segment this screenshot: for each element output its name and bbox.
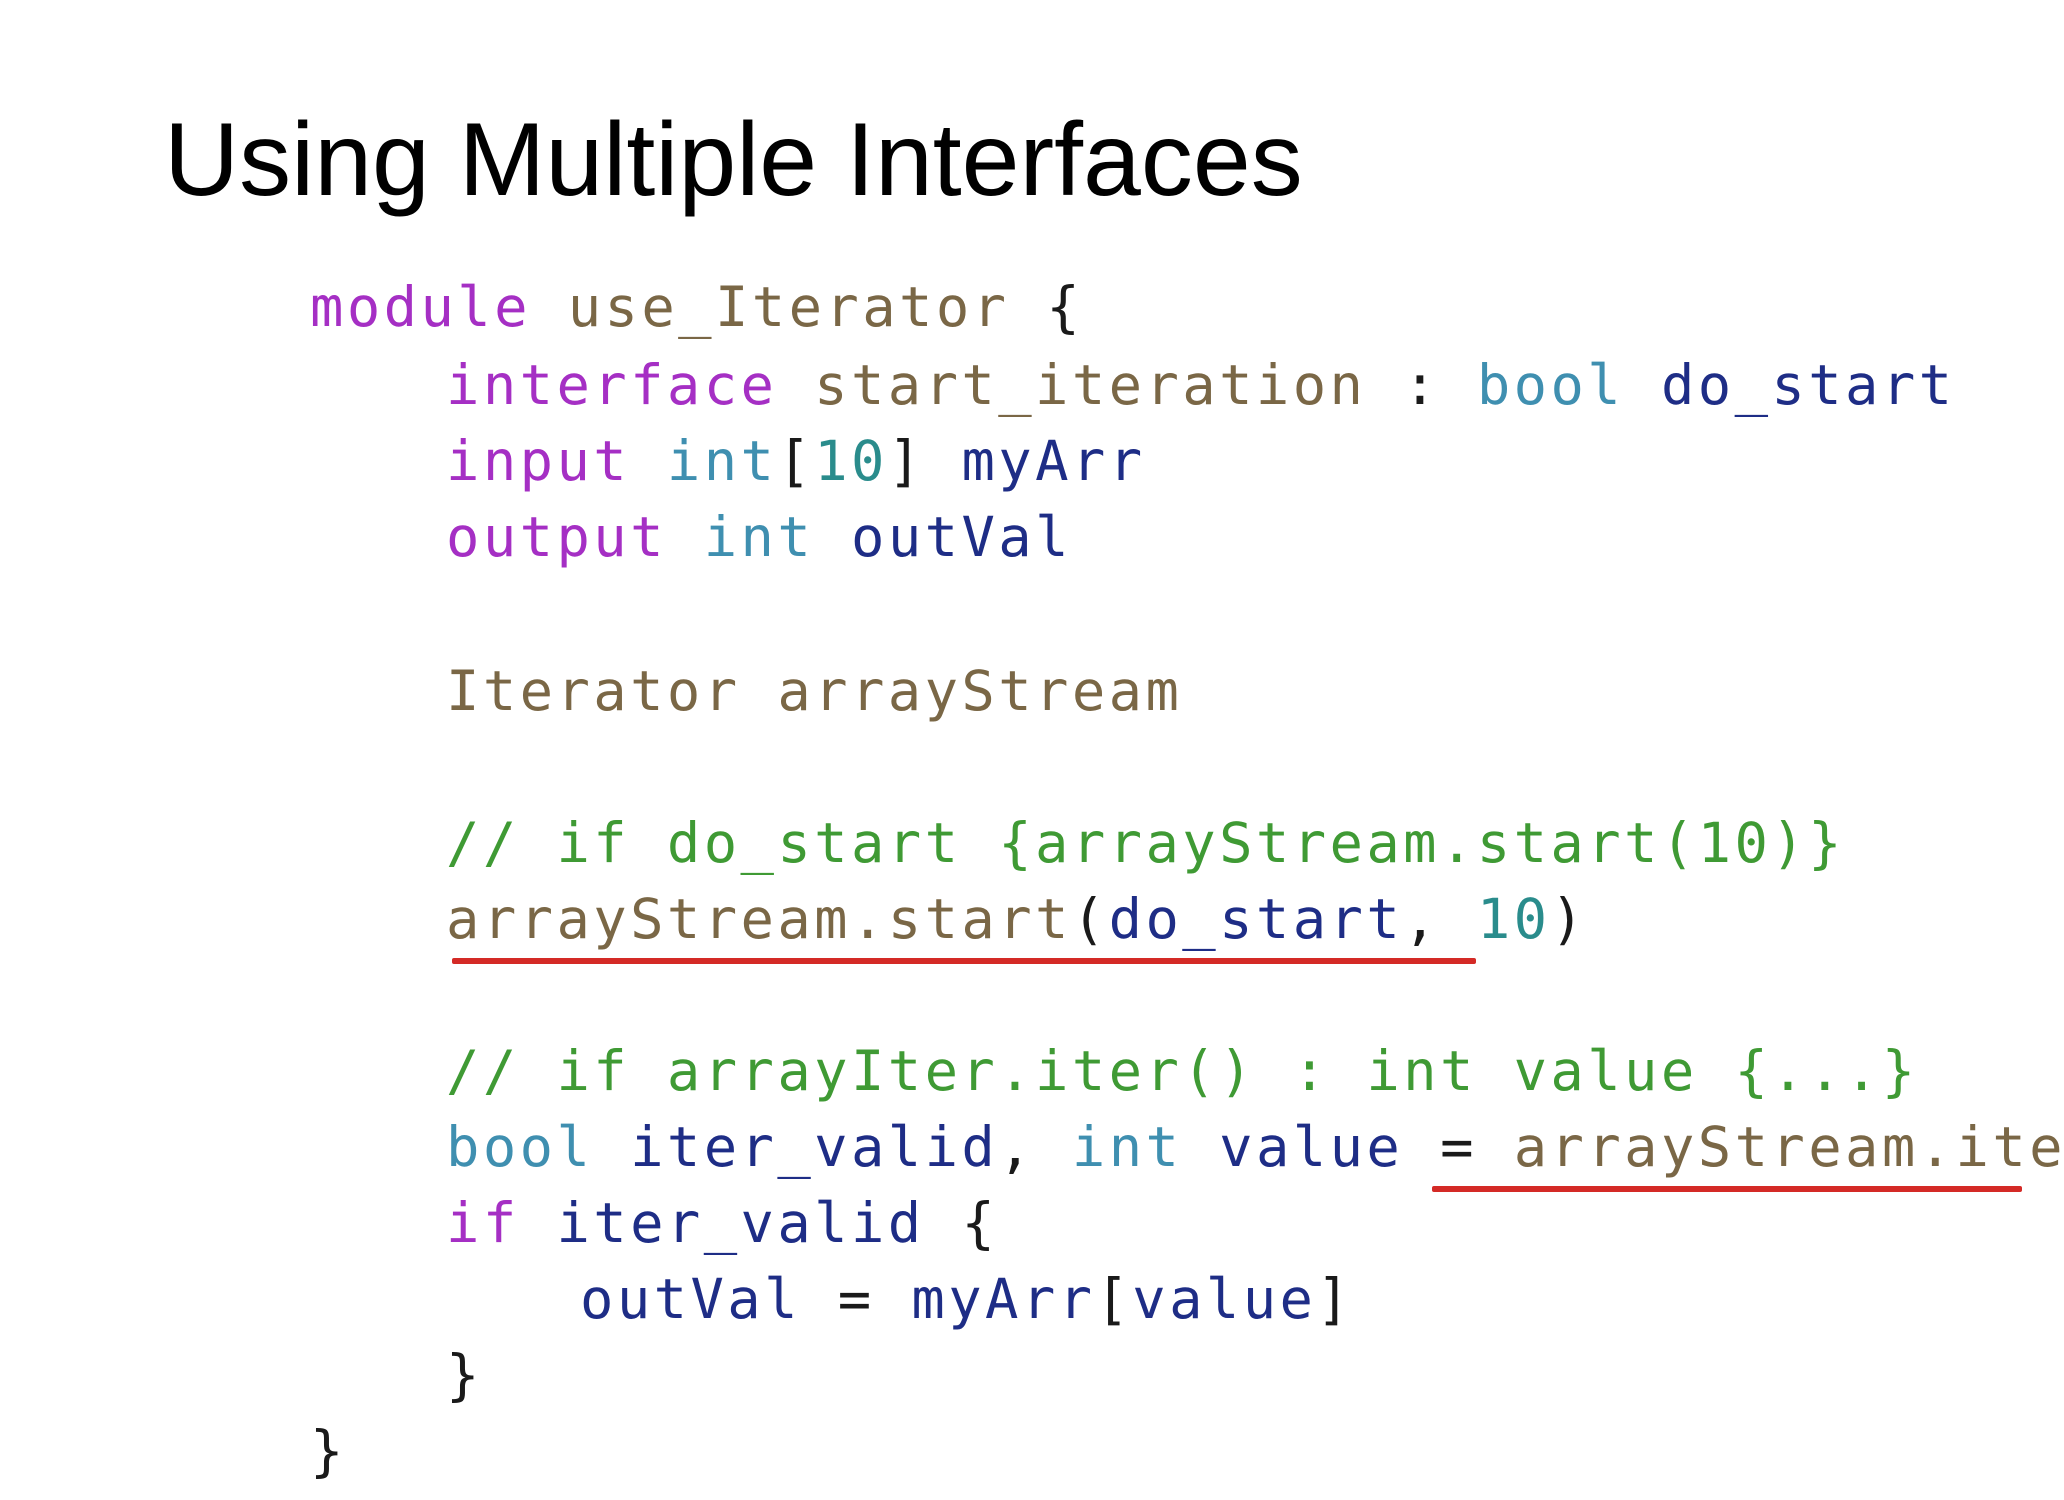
keyword-interface: interface bbox=[446, 353, 778, 418]
comma: , bbox=[1403, 887, 1441, 952]
left-bracket: [ bbox=[1095, 1267, 1133, 1332]
keyword-if: if bbox=[446, 1191, 520, 1256]
left-bracket: [ bbox=[777, 429, 815, 494]
interface-name: start_iteration bbox=[814, 353, 1367, 418]
right-paren: ) bbox=[1550, 887, 1588, 952]
iter-call: arrayStream.iter bbox=[1513, 1115, 2064, 1180]
left-paren: ( bbox=[1071, 887, 1109, 952]
var-iter-valid: iter_valid bbox=[630, 1115, 999, 1180]
right-bracket: ] bbox=[1316, 1267, 1354, 1332]
type-int: int bbox=[703, 505, 815, 570]
code-line-start-call: arrayStream.start(do_start, 10) bbox=[446, 892, 1587, 948]
keyword-input: input bbox=[446, 429, 631, 494]
code-line-interface: interface start_iteration : bool do_star… bbox=[446, 358, 1955, 414]
keyword-output: output bbox=[446, 505, 667, 570]
start-call-underline bbox=[452, 958, 1476, 964]
interface-arg: do_start bbox=[1660, 353, 1956, 418]
open-brace: { bbox=[961, 1191, 999, 1256]
close-brace-module: } bbox=[310, 1419, 347, 1484]
open-brace: { bbox=[1046, 275, 1084, 340]
assign-operator: = bbox=[1440, 1115, 1477, 1180]
type-int: int bbox=[666, 429, 778, 494]
comma: , bbox=[998, 1115, 1036, 1180]
colon: : bbox=[1403, 353, 1441, 418]
close-brace-if: } bbox=[446, 1343, 483, 1408]
code-line-input: input int[10] myArr bbox=[446, 434, 1146, 490]
code-line-module: module use_Iterator { bbox=[310, 280, 1083, 336]
input-name: myArr bbox=[961, 429, 1146, 494]
type-bool: bool bbox=[446, 1115, 594, 1180]
type-int: int bbox=[1071, 1115, 1183, 1180]
code-line-assign: outVal = myArr[value] bbox=[580, 1272, 1353, 1328]
start-count: 10 bbox=[1476, 887, 1551, 952]
keyword-module: module bbox=[310, 275, 531, 340]
instance-name: arrayStream bbox=[777, 659, 1183, 724]
assign-operator: = bbox=[837, 1267, 875, 1332]
type-iterator: Iterator bbox=[446, 659, 741, 724]
array-ref: myArr bbox=[911, 1267, 1096, 1332]
type-bool: bool bbox=[1476, 353, 1625, 418]
start-call: arrayStream.start bbox=[446, 887, 1072, 952]
slide-title: Using Multiple Interfaces bbox=[164, 102, 1303, 218]
code-line-iter-call: bool iter_valid, int value = arrayStream… bbox=[446, 1120, 2064, 1176]
output-name: outVal bbox=[851, 505, 1072, 570]
code-comment-iter: // if arrayIter.iter() : int value {...} bbox=[446, 1039, 1919, 1104]
module-name: use_Iterator bbox=[567, 275, 1010, 340]
code-comment-start: // if do_start {arrayStream.start(10)} bbox=[446, 811, 1845, 876]
var-value: value bbox=[1219, 1115, 1404, 1180]
code-line-if: if iter_valid { bbox=[446, 1196, 998, 1252]
right-bracket: ] bbox=[887, 429, 925, 494]
assign-target: outVal bbox=[580, 1267, 801, 1332]
array-index: value bbox=[1132, 1267, 1317, 1332]
iter-call-underline bbox=[1432, 1186, 2022, 1192]
start-arg: do_start bbox=[1108, 887, 1404, 952]
code-line-iterator-decl: Iterator arrayStream bbox=[446, 664, 1182, 720]
if-condition: iter_valid bbox=[556, 1191, 925, 1256]
array-size: 10 bbox=[814, 429, 888, 494]
code-line-output: output int outVal bbox=[446, 510, 1072, 566]
